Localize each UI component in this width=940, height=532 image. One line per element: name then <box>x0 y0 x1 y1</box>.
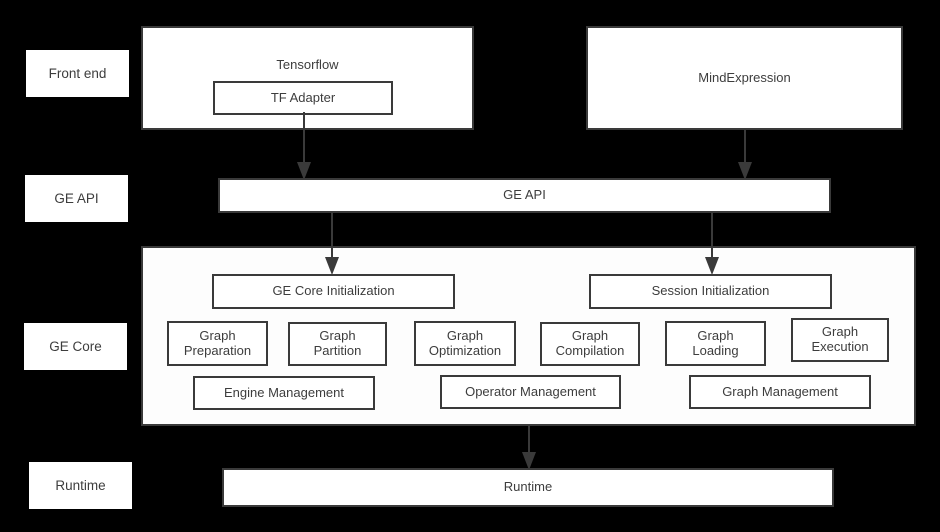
module-graph-optimization[interactable]: Graph Optimization <box>414 321 516 366</box>
runtime-bar-label: Runtime <box>503 479 553 495</box>
ge-core-initialization-label: GE Core Initialization <box>272 283 395 299</box>
frontend-tf-adapter-label: TF Adapter <box>270 89 336 105</box>
management-graph-label: Graph Management <box>722 383 838 399</box>
module-graph-loading-label: Graph Loading <box>692 327 739 358</box>
runtime-bar[interactable]: Runtime <box>222 468 834 507</box>
module-graph-preparation-label: Graph Preparation <box>183 327 252 358</box>
arrow-tf-adapter-to-ge-api <box>292 112 316 182</box>
ge-api-bar[interactable]: GE API <box>218 178 831 213</box>
arrow-ge-api-to-session-init <box>700 213 724 277</box>
ge-core-initialization[interactable]: GE Core Initialization <box>212 274 455 309</box>
arrow-ge-core-to-runtime <box>517 426 541 472</box>
ge-api-bar-label: GE API <box>503 187 546 203</box>
module-graph-partition-label: Graph Partition <box>313 328 362 358</box>
management-operator[interactable]: Operator Management <box>440 375 621 409</box>
layer-label-front-end-text: Front end <box>48 65 107 81</box>
management-graph[interactable]: Graph Management <box>689 375 871 409</box>
management-operator-label: Operator Management <box>465 383 596 399</box>
layer-label-ge-core-text: GE Core <box>49 338 102 354</box>
module-graph-optimization-label: Graph Optimization <box>428 327 502 358</box>
layer-label-front-end: Front end <box>26 50 129 97</box>
layer-label-ge-api: GE API <box>25 175 128 222</box>
module-graph-preparation[interactable]: Graph Preparation <box>167 321 268 366</box>
layer-label-ge-core: GE Core <box>24 323 127 370</box>
module-graph-compilation[interactable]: Graph Compilation <box>540 322 640 366</box>
session-initialization-label: Session Initialization <box>651 283 770 299</box>
layer-label-runtime-text: Runtime <box>55 477 106 493</box>
frontend-tensorflow-title: Tensorflow <box>276 57 339 72</box>
module-graph-execution-label: Graph Execution <box>811 324 869 354</box>
module-graph-partition[interactable]: Graph Partition <box>288 322 387 366</box>
management-engine[interactable]: Engine Management <box>193 376 375 410</box>
frontend-mindexpression-label: MindExpression <box>698 69 791 85</box>
arrow-mindexpression-to-ge-api <box>733 130 757 182</box>
management-engine-label: Engine Management <box>224 384 344 400</box>
layer-label-ge-api-text: GE API <box>54 190 99 206</box>
arrow-ge-api-to-ge-core-init <box>320 213 344 277</box>
session-initialization[interactable]: Session Initialization <box>589 274 832 309</box>
module-graph-execution[interactable]: Graph Execution <box>791 318 889 362</box>
frontend-tf-adapter[interactable]: TF Adapter <box>213 81 393 115</box>
module-graph-compilation-label: Graph Compilation <box>555 328 625 358</box>
module-graph-loading[interactable]: Graph Loading <box>665 321 766 366</box>
frontend-mindexpression[interactable]: MindExpression <box>586 26 903 130</box>
layer-label-runtime: Runtime <box>29 462 132 509</box>
